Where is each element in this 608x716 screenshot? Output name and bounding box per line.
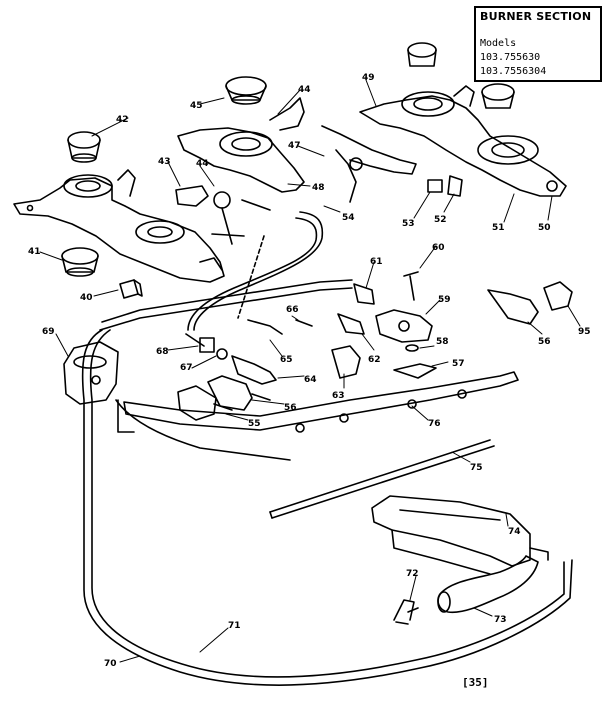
callout-68: 68 <box>156 347 169 357</box>
callout-56-left: 56 <box>284 403 297 413</box>
orifice-72 <box>393 599 419 625</box>
manifold-76 <box>117 371 519 433</box>
burner-cap-45 <box>225 76 267 105</box>
valve-55 <box>177 385 233 421</box>
callout-58: 58 <box>436 337 449 347</box>
callout-73: 73 <box>494 615 507 625</box>
page-number: [35] <box>462 676 489 689</box>
burner-cap-41 <box>61 247 99 277</box>
callout-55: 55 <box>248 419 261 429</box>
callout-76: 76 <box>428 419 441 429</box>
callout-49: 49 <box>362 73 375 83</box>
callout-47: 47 <box>288 141 301 151</box>
callout-71: 71 <box>228 621 241 631</box>
valve-95 <box>543 281 573 311</box>
callout-70: 70 <box>104 659 117 669</box>
callout-59: 59 <box>438 295 451 305</box>
fitting-61 <box>353 283 375 305</box>
callout-69: 69 <box>42 327 55 337</box>
valve-56-right <box>487 289 539 325</box>
callout-42: 42 <box>116 115 129 125</box>
oven-burner-74 <box>371 495 549 575</box>
pressure-regulator-69 <box>63 341 119 405</box>
burner-base-center <box>177 97 305 193</box>
callout-53: 53 <box>402 219 415 229</box>
nut-68 <box>199 337 215 353</box>
callout-43: 43 <box>158 157 171 167</box>
model-number-2: 103.7556304 <box>480 66 547 77</box>
screw-60 <box>403 271 419 301</box>
igniter-assembly <box>175 185 271 245</box>
callout-75: 75 <box>470 463 483 473</box>
model-number-1: 103.755630 <box>480 52 541 63</box>
thermostat-59 <box>375 309 433 343</box>
leader-lines <box>39 79 581 663</box>
callout-57: 57 <box>452 359 465 369</box>
title-box: BURNER SECTION Models 103.755630 103.755… <box>474 6 602 82</box>
callout-48: 48 <box>312 183 325 193</box>
clip-40 <box>119 279 143 299</box>
fittings-52-53 <box>427 175 463 197</box>
callout-45: 45 <box>190 101 203 111</box>
callout-50: 50 <box>538 223 551 233</box>
callout-67: 67 <box>180 363 193 373</box>
callout-62: 62 <box>368 355 381 365</box>
valve-63 <box>331 345 361 379</box>
burner-cap-42 <box>67 131 101 163</box>
bracket-57 <box>393 363 437 379</box>
callout-74: 74 <box>508 527 521 537</box>
callout-51: 51 <box>492 223 505 233</box>
callout-54: 54 <box>342 213 355 223</box>
burner-cap-rear-right-2 <box>481 83 515 109</box>
callout-60: 60 <box>432 243 445 253</box>
callout-52: 52 <box>434 215 447 225</box>
callout-44-b: 44 <box>196 159 209 169</box>
fitting-67 <box>216 348 228 360</box>
callout-65: 65 <box>280 355 293 365</box>
callout-63: 63 <box>332 391 345 401</box>
rod-75 <box>269 439 495 519</box>
callout-40: 40 <box>80 293 93 303</box>
callout-labels: 42 45 44 49 43 44 47 48 54 53 52 51 50 4… <box>28 73 591 669</box>
callout-72: 72 <box>406 569 419 579</box>
callout-56-right: 56 <box>538 337 551 347</box>
callout-66: 66 <box>286 305 299 315</box>
washer-58 <box>405 344 419 352</box>
section-heading: BURNER SECTION <box>480 10 592 23</box>
callout-41: 41 <box>28 247 41 257</box>
valve-64 <box>231 355 277 385</box>
fitting-65-66 <box>247 313 365 335</box>
callout-95: 95 <box>578 327 591 337</box>
callout-64: 64 <box>304 375 317 385</box>
burner-elbow-73 <box>437 555 539 614</box>
models-label: Models <box>480 38 517 49</box>
callout-61: 61 <box>370 257 383 267</box>
burner-cap-rear-right-1 <box>407 42 437 67</box>
callout-44: 44 <box>298 85 311 95</box>
burner-base-left <box>13 169 225 283</box>
igniter-47 <box>321 125 417 203</box>
gas-tubes <box>81 211 573 686</box>
burner-base-right <box>359 85 567 197</box>
